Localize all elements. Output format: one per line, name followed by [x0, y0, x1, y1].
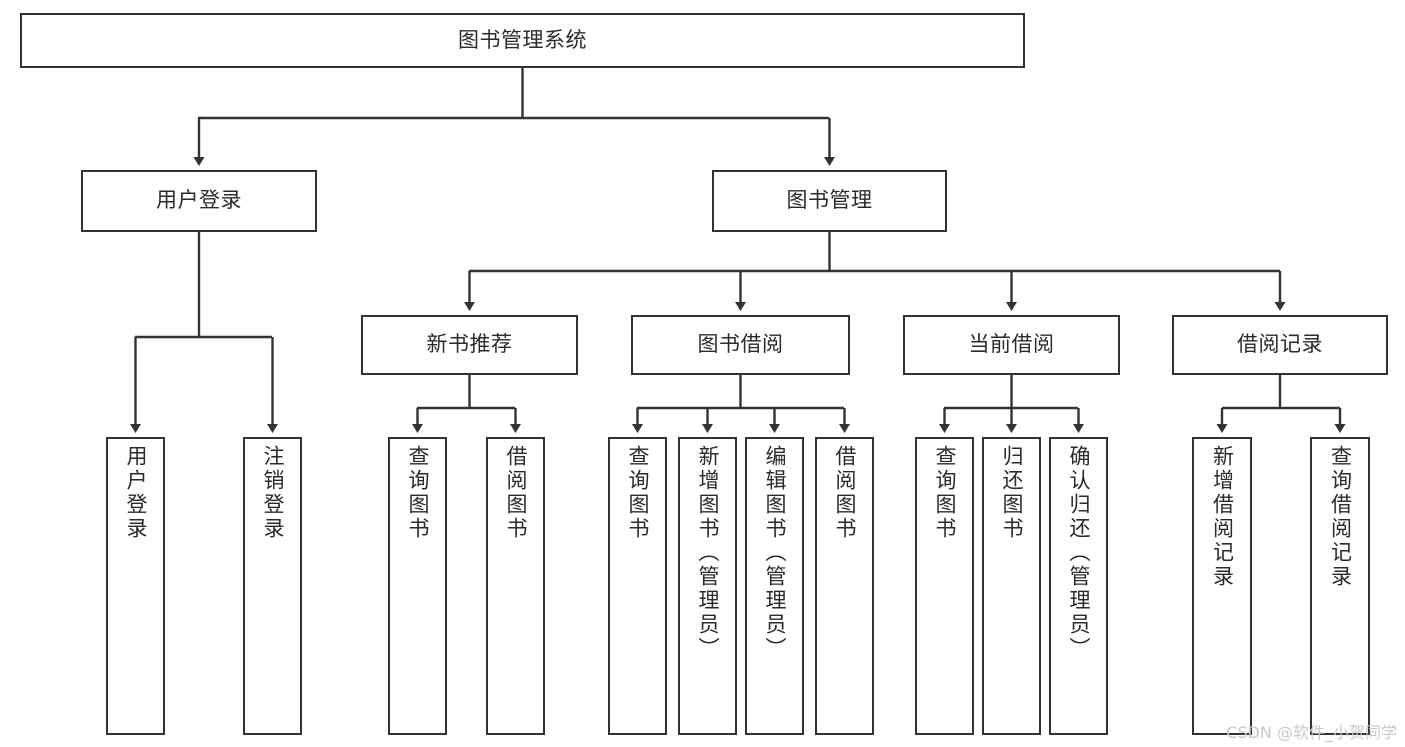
node-label: 确认归还（管理员） — [1067, 445, 1091, 661]
node-leaf_logout[interactable]: 注销登录 — [243, 437, 302, 735]
node-label: 编辑图书（管理员） — [763, 445, 787, 661]
node-label: 用户登录 — [124, 445, 148, 541]
node-label: 图书管理系统 — [458, 27, 587, 52]
node-label: 图书借阅 — [697, 332, 784, 357]
node-leaf_edit[interactable]: 编辑图书（管理员） — [745, 437, 804, 735]
node-root[interactable]: 图书管理系统 — [20, 13, 1025, 68]
node-new_book_rec[interactable]: 新书推荐 — [361, 315, 578, 375]
node-leaf_q3[interactable]: 查询图书 — [915, 437, 974, 735]
node-label: 查询借阅记录 — [1328, 445, 1353, 589]
node-label: 注销登录 — [261, 445, 285, 541]
node-label: 新增图书（管理员） — [696, 445, 720, 661]
node-label: 图书管理 — [786, 188, 873, 213]
node-label: 新书推荐 — [426, 332, 513, 357]
node-leaf_add[interactable]: 新增图书（管理员） — [678, 437, 737, 735]
node-user_login[interactable]: 用户登录 — [81, 170, 317, 232]
node-leaf_conf[interactable]: 确认归还（管理员） — [1049, 437, 1108, 735]
node-label: 新增借阅记录 — [1210, 445, 1235, 589]
node-cur_borrow[interactable]: 当前借阅 — [903, 315, 1120, 375]
node-leaf_q1[interactable]: 查询图书 — [388, 437, 447, 735]
node-label: 借阅图书 — [833, 445, 857, 541]
watermark: CSDN @软件_小贺同学 — [1226, 723, 1397, 742]
node-borrow_log[interactable]: 借阅记录 — [1172, 315, 1388, 375]
node-book_borrow[interactable]: 图书借阅 — [631, 315, 850, 375]
node-label: 用户登录 — [156, 188, 242, 213]
node-book_manage[interactable]: 图书管理 — [712, 170, 947, 232]
node-leaf_b1[interactable]: 借阅图书 — [486, 437, 545, 735]
node-leaf_ret[interactable]: 归还图书 — [982, 437, 1041, 735]
node-leaf_q2[interactable]: 查询图书 — [608, 437, 667, 735]
node-label: 查询图书 — [626, 445, 650, 541]
node-label: 查询图书 — [933, 445, 957, 541]
node-label: 借阅图书 — [504, 445, 528, 541]
node-leaf_newlog[interactable]: 新增借阅记录 — [1192, 437, 1252, 735]
node-leaf_qlog[interactable]: 查询借阅记录 — [1310, 437, 1370, 735]
node-label: 归还图书 — [1000, 445, 1024, 541]
node-label: 借阅记录 — [1237, 332, 1323, 357]
node-leaf_login[interactable]: 用户登录 — [106, 437, 165, 735]
node-label: 查询图书 — [406, 445, 430, 541]
node-label: 当前借阅 — [968, 332, 1055, 357]
node-leaf_b2[interactable]: 借阅图书 — [815, 437, 874, 735]
